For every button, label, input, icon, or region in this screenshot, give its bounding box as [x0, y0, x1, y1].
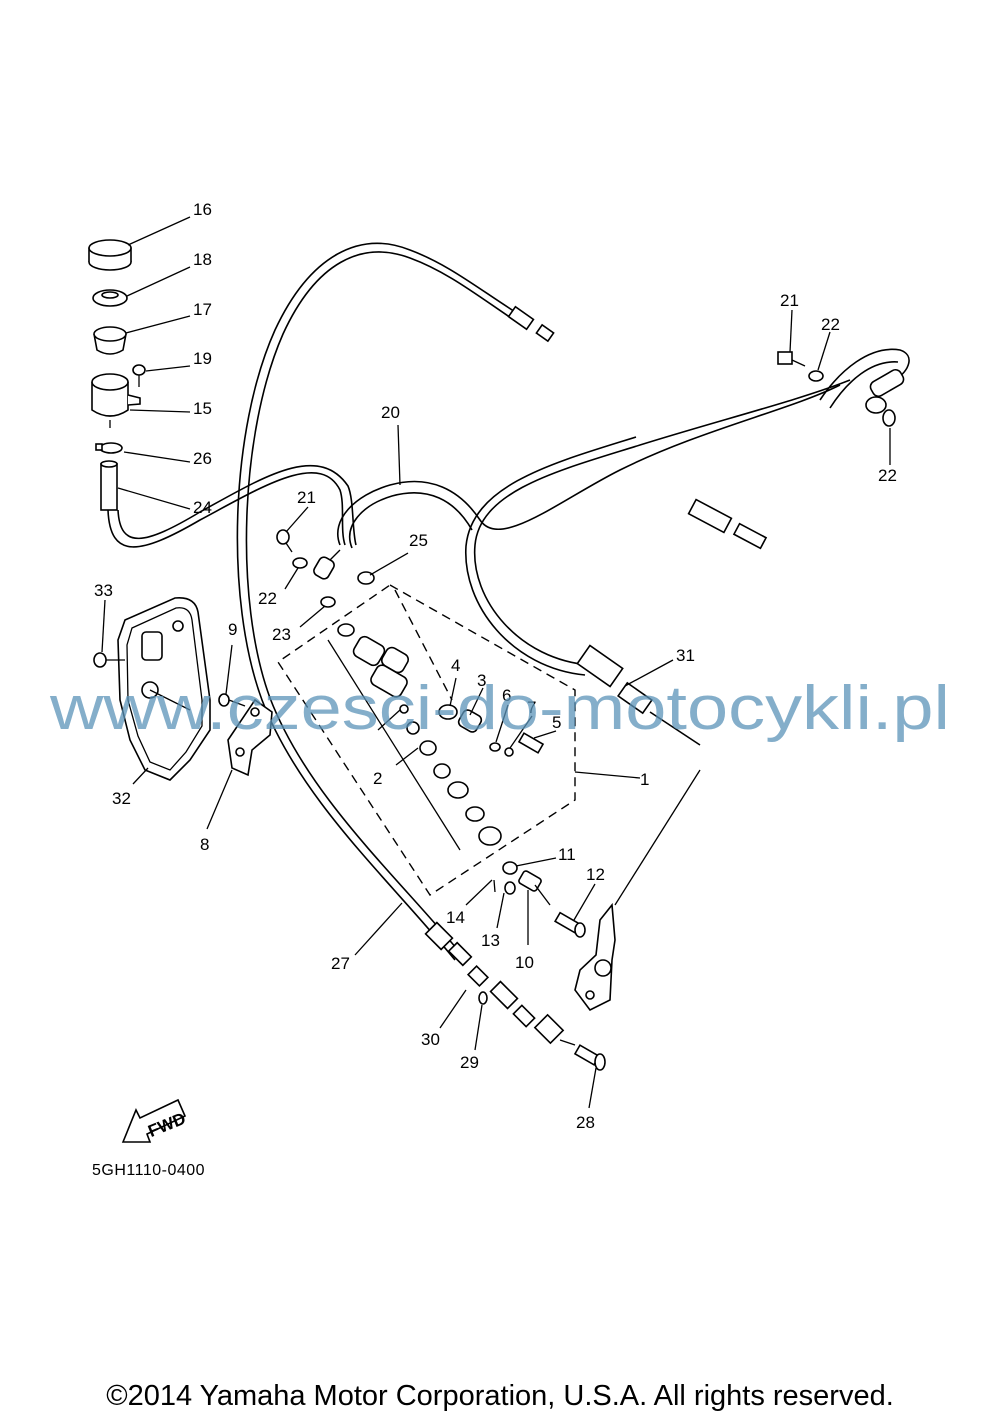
callout-7: 7 — [527, 698, 536, 717]
callout-5: 5 — [552, 713, 561, 732]
hose-24-line — [107, 472, 346, 548]
callout-12: 12 — [586, 865, 605, 884]
fwd-arrow-icon: FWD — [121, 1098, 188, 1143]
callout-4: 4 — [451, 656, 460, 675]
cable-end-top — [507, 305, 555, 343]
cover-32 — [117, 596, 211, 781]
callout-21a: 21 — [297, 488, 316, 507]
callout-3: 3 — [477, 671, 486, 690]
leader-lines — [101, 216, 891, 1109]
hose-24 — [100, 460, 118, 511]
hose-27 — [236, 242, 521, 961]
copyright-notice: ©2014 Yamaha Motor Corporation, U.S.A. A… — [106, 1380, 894, 1412]
master-cylinder-box-1 — [277, 584, 576, 896]
pin-28 — [573, 1044, 606, 1071]
master-cylinder-parts — [327, 623, 518, 875]
reservoir-cap-16 — [88, 239, 132, 271]
callout-27: 27 — [331, 954, 350, 973]
washer-23 — [320, 596, 336, 608]
callout-28: 28 — [576, 1113, 595, 1132]
parts-10-14 — [493, 870, 551, 906]
callout-30: 30 — [421, 1030, 440, 1049]
bolt-33 — [93, 652, 125, 668]
brake-hose-top-right — [777, 348, 910, 427]
reservoir-15 — [91, 373, 141, 428]
callout-13: 13 — [481, 931, 500, 950]
callout-22a: 22 — [258, 589, 277, 608]
watermark-text: www.czesci-do-motocykli.pl — [49, 674, 950, 743]
callout-19: 19 — [193, 349, 212, 368]
callout-8: 8 — [200, 835, 209, 854]
washer-22 — [292, 557, 308, 569]
callout-22b: 22 — [821, 315, 840, 334]
callout-23: 23 — [272, 625, 291, 644]
callout-16: 16 — [193, 200, 212, 219]
callout-32: 32 — [112, 789, 131, 808]
union-bolt — [313, 549, 341, 580]
reference-code: 5GH1110-0400 — [92, 1162, 206, 1179]
callout-15: 15 — [193, 399, 212, 418]
pin-12 — [554, 911, 586, 938]
diaphragm-18 — [92, 289, 128, 307]
callout-9: 9 — [228, 620, 237, 639]
callout-21b: 21 — [780, 291, 799, 310]
hose-31-fitting — [576, 644, 701, 746]
cable-end-right — [687, 498, 768, 550]
callout-6: 6 — [502, 686, 511, 705]
hose-20 — [337, 384, 841, 546]
callout-25: 25 — [409, 531, 428, 550]
callout-17: 17 — [193, 300, 212, 319]
hose-31 — [473, 379, 851, 666]
parts-3-4-5-6-7 — [438, 704, 545, 757]
bolt-9 — [218, 693, 246, 707]
callout-26: 26 — [193, 449, 212, 468]
callout-18: 18 — [193, 250, 212, 269]
callout-29: 29 — [460, 1053, 479, 1072]
bracket-8 — [227, 698, 273, 777]
callout-11: 11 — [558, 845, 576, 864]
callout-10: 10 — [515, 953, 534, 972]
callout-20: 20 — [381, 403, 400, 422]
banjo-bolt-21 — [276, 529, 293, 553]
brake-pedal — [574, 769, 701, 1012]
diaphragm-holder-17 — [93, 326, 127, 355]
callout-31: 31 — [676, 646, 695, 665]
callout-22c: 22 — [878, 466, 897, 485]
callout-labels: 16 18 17 19 15 26 24 21 22 23 25 20 33 9… — [94, 200, 897, 1132]
screw-19 — [132, 364, 146, 387]
callout-1: 1 — [640, 770, 649, 789]
callout-2: 2 — [373, 769, 382, 788]
clip-26 — [95, 442, 123, 454]
callout-33: 33 — [94, 581, 113, 600]
callout-24: 24 — [193, 498, 212, 517]
callout-14: 14 — [446, 908, 465, 927]
lower-rod-27 — [424, 921, 576, 1046]
